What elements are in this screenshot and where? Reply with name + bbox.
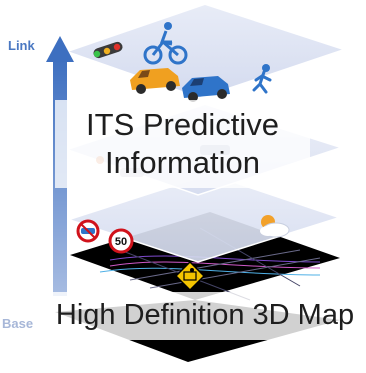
cyclist-icon <box>143 22 188 65</box>
pedestrian-icon <box>252 64 272 94</box>
road-work-sign-icon <box>174 260 206 292</box>
its-predictive-information-title: ITS Predictive Information <box>55 100 310 188</box>
speed-limit-value: 50 <box>115 236 127 248</box>
hd-3d-map-title: High Definition 3D Map <box>40 292 366 340</box>
car-icon-2 <box>182 76 230 102</box>
title-line-1: ITS Predictive <box>86 107 279 142</box>
crosswalk <box>277 75 309 95</box>
no-vehicles-sign-icon <box>76 219 100 243</box>
title-line-2: Information <box>104 145 261 180</box>
traffic-light-icon <box>93 41 123 59</box>
link-label: Link <box>8 38 35 53</box>
weather-icon <box>260 215 290 238</box>
speed-limit-sign-icon: 50 <box>108 228 134 254</box>
layer-2 <box>70 175 338 262</box>
base-label: Base <box>2 316 34 331</box>
car-icon <box>130 68 180 94</box>
